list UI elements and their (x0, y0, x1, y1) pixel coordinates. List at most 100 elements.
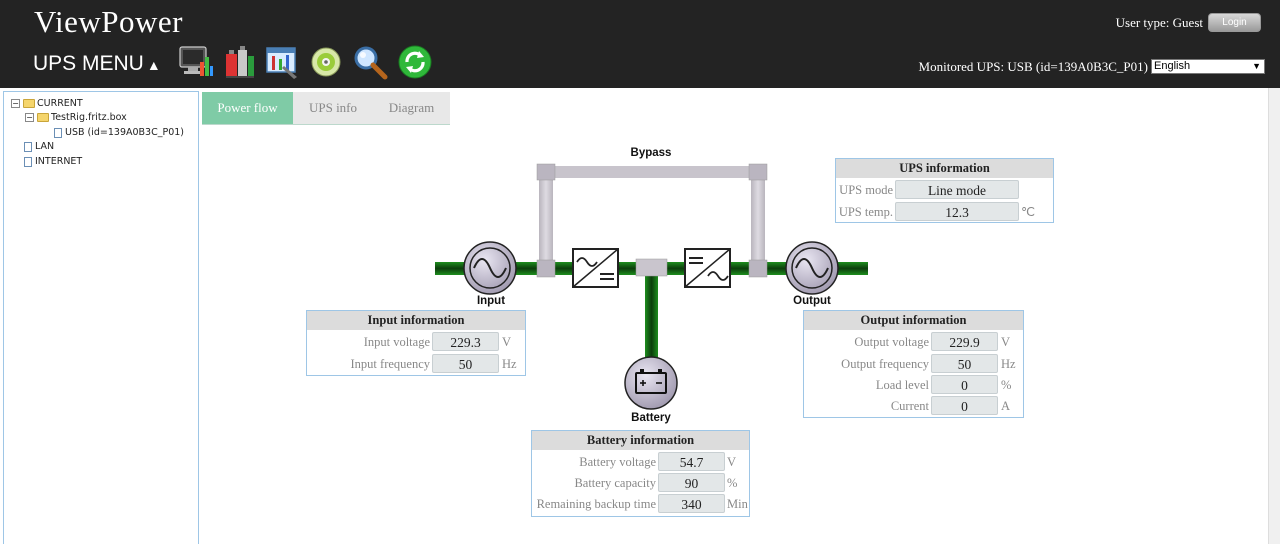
language-select[interactable]: English ▼ (1151, 59, 1265, 74)
input-label: Input (476, 295, 506, 307)
field-label: Remaining backup time (536, 497, 656, 511)
field-value: 90 (658, 473, 725, 492)
field-unit: Hz (502, 357, 517, 371)
control-settings-icon[interactable] (264, 44, 300, 80)
header-bar: ViewPower UPS MENU▲ (0, 0, 1280, 88)
panel-title: Battery information (532, 431, 749, 450)
field-value: 12.3 (895, 202, 1019, 221)
info-row-remaining-backup-time: Remaining backup time 340 Min (532, 494, 749, 514)
login-button[interactable]: Login (1208, 13, 1261, 32)
tree-node-label: USB (id=139A0B3C_P01) (65, 127, 185, 138)
field-label: Load level (875, 378, 929, 392)
info-row-battery-voltage: Battery voltage 54.7 V (532, 452, 749, 472)
tree-node-label: CURRENT (37, 98, 83, 109)
field-value: 50 (931, 354, 998, 373)
ups-menu-button[interactable]: UPS MENU▲ (33, 52, 161, 76)
search-magnifier-icon[interactable] (352, 44, 388, 80)
device-page-icon (54, 127, 62, 138)
field-label: Output voltage (854, 335, 929, 349)
tab-diagram[interactable]: Diagram (373, 92, 450, 124)
ups-menu-label: UPS MENU (33, 52, 144, 75)
junction-left (536, 259, 556, 278)
tree-node-label: INTERNET (35, 156, 83, 167)
field-label: Input frequency (350, 357, 430, 371)
info-row-output-voltage: Output voltage 229.9 V (804, 332, 1023, 352)
menu-arrow-icon: ▲ (146, 57, 161, 73)
monitor-icon[interactable] (178, 44, 214, 80)
user-type-label: User type: Guest (1115, 15, 1203, 30)
field-unit: Min (727, 497, 748, 511)
junction-right (748, 259, 768, 278)
language-selected-value: English (1154, 60, 1191, 72)
battery-icon (624, 356, 678, 410)
cd-disc-icon[interactable] (308, 44, 344, 80)
field-unit: % (727, 476, 738, 490)
field-unit: V (502, 335, 512, 349)
field-label: Output frequency (841, 357, 929, 371)
folder-icon (23, 99, 35, 108)
field-label: Battery voltage (579, 455, 656, 469)
info-row-input-frequency: Input frequency 50 Hz (307, 354, 525, 374)
output-ac-icon (785, 241, 839, 295)
inverter-dc-ac-icon (684, 248, 731, 288)
field-value: 0 (931, 375, 998, 394)
field-label: UPS temp. (838, 205, 893, 219)
field-unit: V (1001, 335, 1011, 349)
field-value: 229.3 (432, 332, 499, 351)
info-row-output-frequency: Output frequency 50 Hz (804, 354, 1023, 374)
device-tree: −CURRENT −TestRig.fritz.box USB (id=139A… (3, 91, 199, 544)
input-ac-source-icon (463, 241, 517, 295)
output-information-panel: Output information Output voltage 229.9 … (803, 310, 1024, 418)
app-title: ViewPower (34, 4, 183, 39)
field-unit: ℃ (1021, 205, 1036, 219)
input-information-panel: Input information Input voltage 229.3 V … (306, 310, 526, 376)
info-row-current: Current 0 A (804, 396, 1023, 416)
collapse-toggle-icon[interactable]: − (11, 99, 20, 108)
panel-title: Output information (804, 311, 1023, 330)
field-value: 340 (658, 494, 725, 513)
tree-node-current[interactable]: − CURRENT (11, 97, 83, 111)
junction-battery (635, 258, 668, 277)
refresh-icon[interactable] (397, 44, 433, 80)
tree-node-lan[interactable]: LAN (24, 140, 54, 154)
tab-power-flow[interactable]: Power flow (202, 92, 293, 124)
tab-bar: Power flow UPS info Diagram (202, 92, 450, 125)
tree-node-host[interactable]: − TestRig.fritz.box (25, 111, 127, 125)
info-row-ups-mode: UPS mode Line mode (836, 180, 1053, 200)
page-icon (24, 156, 32, 167)
field-label: Battery capacity (574, 476, 656, 490)
page-icon (24, 141, 32, 152)
field-value: Line mode (895, 180, 1019, 199)
field-value: 54.7 (658, 452, 725, 471)
field-value: 0 (931, 396, 998, 415)
bypass-line (536, 163, 768, 266)
field-label: Input voltage (363, 335, 430, 349)
vertical-scrollbar[interactable] (1268, 88, 1280, 544)
info-row-load-level: Load level 0 % (804, 375, 1023, 395)
panel-title: Input information (307, 311, 525, 330)
tree-node-internet[interactable]: INTERNET (24, 155, 82, 169)
info-row-ups-temp: UPS temp. 12.3 ℃ (836, 202, 1053, 222)
field-unit: % (1001, 378, 1012, 392)
info-row-battery-capacity: Battery capacity 90 % (532, 473, 749, 493)
field-value: 229.9 (931, 332, 998, 351)
folder-icon (37, 113, 49, 122)
ups-information-panel: UPS information UPS mode Line mode UPS t… (835, 158, 1054, 223)
tree-node-usb-device[interactable]: USB (id=139A0B3C_P01) (54, 126, 184, 140)
info-row-input-voltage: Input voltage 229.3 V (307, 332, 525, 352)
rectifier-ac-dc-icon (572, 248, 619, 288)
battery-label: Battery (631, 412, 671, 424)
field-value: 50 (432, 354, 499, 373)
output-label: Output (793, 295, 831, 307)
battery-information-panel: Battery information Battery voltage 54.7… (531, 430, 750, 517)
tab-ups-info[interactable]: UPS info (293, 92, 373, 124)
panel-title: UPS information (836, 159, 1053, 178)
collapse-toggle-icon[interactable]: − (25, 113, 34, 122)
field-unit: V (727, 455, 737, 469)
field-label: UPS mode (839, 183, 893, 197)
tree-node-label: TestRig.fritz.box (51, 112, 127, 123)
tree-node-label: LAN (35, 141, 55, 152)
battery-tool-icon[interactable] (222, 44, 258, 80)
chevron-down-icon: ▼ (1252, 61, 1261, 71)
